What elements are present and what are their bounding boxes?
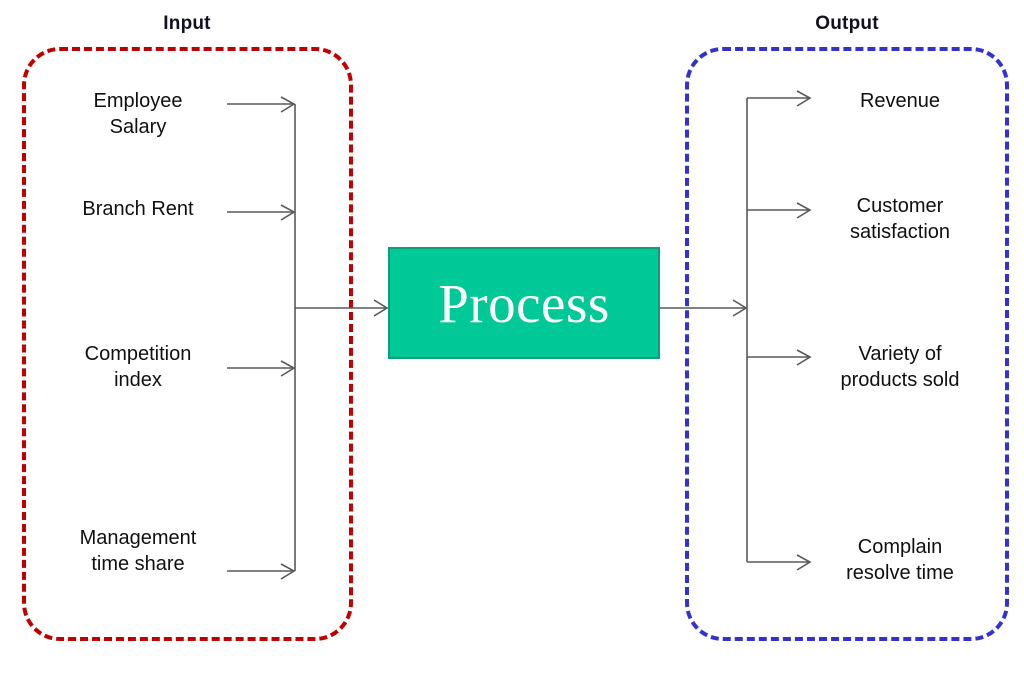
process-box-label: Process [438,272,610,334]
output-group-container [685,47,1009,641]
output-item-customer-satisfaction: Customer satisfaction [849,195,951,244]
input-item-employee-salary: Employee Salary [93,90,183,139]
input-item-competition-index: Competition index [84,343,192,392]
output-item-variety-of-products-sold: Variety of products sold [840,343,960,392]
input-item-branch-rent: Branch Rent [82,198,194,220]
input-group-container [22,47,353,641]
process-box: Process [388,247,660,359]
input-to-process-arrowhead [373,299,389,317]
input-group-title: Input [163,13,211,34]
output-item-complain-resolve-time: Complain resolve time [846,536,954,585]
output-group-title: Output [815,13,879,34]
output-item-revenue: Revenue [859,90,941,112]
input-item-management-time-share: Management time share [79,527,197,576]
